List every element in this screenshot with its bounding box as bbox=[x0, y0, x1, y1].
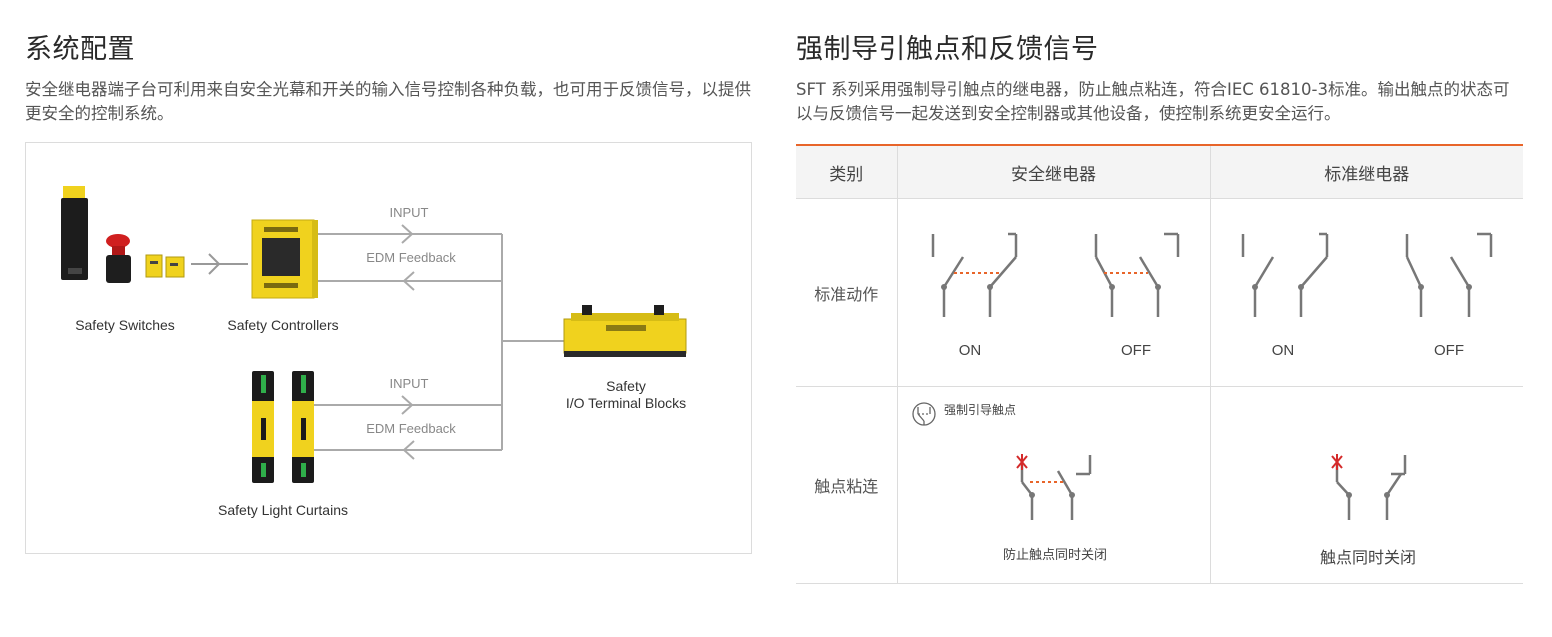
safety-switch-device-icon bbox=[61, 186, 88, 280]
forced-guide-description: SFT 系列采用强制导引触点的继电器，防止触点粘连，符合IEC 61810-3标… bbox=[796, 80, 1510, 123]
lower-signal-lines bbox=[302, 395, 503, 460]
row-label-standard-action: 标准动作 bbox=[796, 198, 897, 387]
forced-guide-title: 强制导引触点和反馈信号 bbox=[796, 34, 1099, 65]
light-curtain-left-icon bbox=[252, 371, 274, 483]
light-curtain-right-icon bbox=[292, 371, 314, 483]
standard-relay-action-cell: ON OFF bbox=[1209, 198, 1523, 387]
safety-relay-welding-diagram: 强制引导触点 bbox=[911, 402, 1107, 563]
standard-on-label: ON bbox=[1271, 342, 1294, 359]
system-config-title: 系统配置 bbox=[25, 34, 135, 65]
safety-relay-action-cell: ON OFF bbox=[896, 198, 1210, 387]
system-config-section: 系统配置 安全继电器端子台可利用来自安全光幕和开关的输入信号控制各种负载，也可用… bbox=[25, 30, 752, 554]
edm-feedback-label-lower: EDM Feedback bbox=[366, 421, 456, 436]
terminal-block-label-line1: Safety bbox=[606, 378, 646, 394]
standard-off-label: OFF bbox=[1434, 342, 1464, 359]
safety-controller-device-icon bbox=[251, 219, 318, 299]
safety-off-label: OFF bbox=[1121, 342, 1151, 359]
forced-guide-section: 强制导引触点和反馈信号 SFT 系列采用强制导引触点的继电器，防止触点粘连，符合… bbox=[796, 30, 1523, 584]
safety-light-curtains-label: Safety Light Curtains bbox=[218, 502, 348, 518]
safety-relay-action-diagram: ON OFF bbox=[931, 232, 1179, 359]
switch-to-controller-arrow bbox=[191, 253, 248, 275]
relay-comparison-table: 类别 安全继电器 标准继电器 标准动作 bbox=[796, 144, 1523, 584]
input-label-upper: INPUT bbox=[390, 205, 429, 220]
terminal-block-label-line2: I/O Terminal Blocks bbox=[566, 395, 686, 411]
standard-relay-welding-cell: 触点同时关闭 bbox=[1209, 386, 1523, 584]
forced-guide-symbol-icon bbox=[911, 402, 936, 426]
emergency-stop-icon bbox=[106, 234, 131, 283]
standard-welding-caption: 触点同时关闭 bbox=[1319, 548, 1415, 567]
row-label-contact-welding: 触点粘连 bbox=[796, 386, 897, 584]
system-diagram-svg: Safety Switches Safety Controllers INPUT… bbox=[61, 186, 687, 518]
safety-switches-label: Safety Switches bbox=[75, 317, 175, 333]
system-config-description: 安全继电器端子台可利用来自安全光幕和开关的输入信号控制各种负载，也可用于反馈信号… bbox=[25, 80, 751, 123]
safety-on-label: ON bbox=[958, 342, 981, 359]
standard-relay-welding-diagram: 触点同时关闭 bbox=[1319, 454, 1416, 567]
table-row-standard-action: 标准动作 bbox=[796, 198, 1523, 387]
welding-mark-icon bbox=[1330, 454, 1343, 470]
terminal-block-device-icon bbox=[563, 305, 687, 357]
door-switch-icon bbox=[145, 254, 185, 278]
welding-mark-icon bbox=[1015, 454, 1028, 470]
safety-relay-welding-cell: 强制引导触点 bbox=[896, 386, 1210, 584]
safety-welding-caption: 防止触点同时关闭 bbox=[1002, 547, 1106, 563]
system-config-diagram: Safety Switches Safety Controllers INPUT… bbox=[25, 142, 752, 554]
trunk-line bbox=[501, 281, 564, 405]
table-header-row: 类别 安全继电器 标准继电器 bbox=[796, 144, 1523, 199]
standard-relay-action-diagram: ON OFF bbox=[1241, 232, 1492, 359]
upper-signal-lines bbox=[318, 224, 503, 291]
input-label-lower: INPUT bbox=[390, 376, 429, 391]
header-category: 类别 bbox=[796, 144, 897, 199]
header-standard-relay: 标准继电器 bbox=[1209, 144, 1523, 199]
safety-controllers-label: Safety Controllers bbox=[227, 317, 338, 333]
edm-feedback-label-upper: EDM Feedback bbox=[366, 250, 456, 265]
forced-guide-legend: 强制引导触点 bbox=[944, 403, 1016, 417]
table-row-contact-welding: 触点粘连 强制引导触点 bbox=[796, 386, 1523, 584]
header-safety-relay: 安全继电器 bbox=[896, 144, 1210, 199]
